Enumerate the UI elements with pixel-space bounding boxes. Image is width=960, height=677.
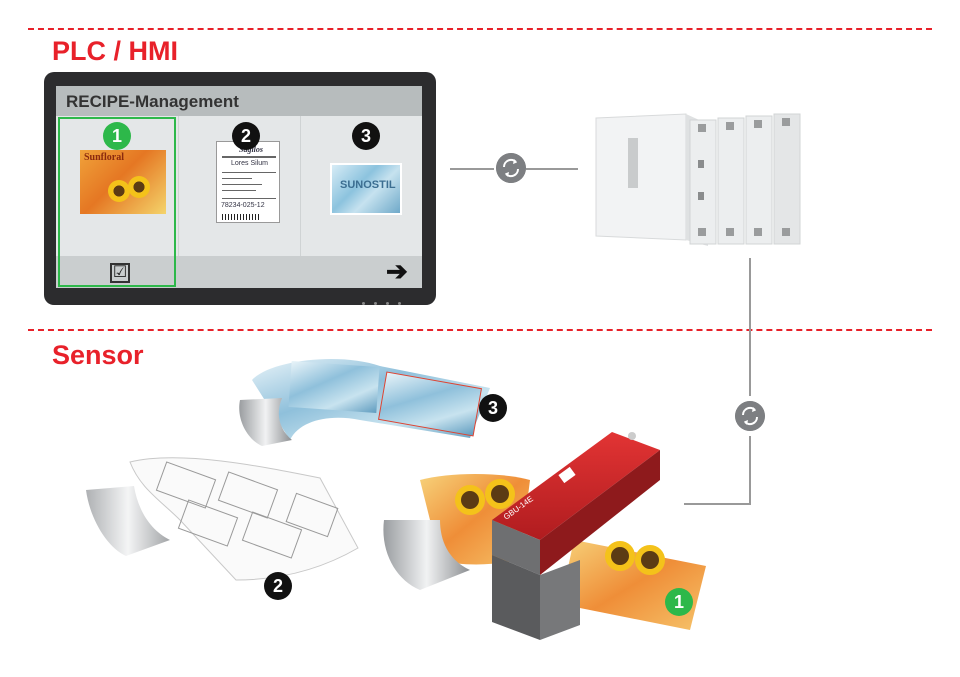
plc-sensor-connection-vertical-bottom — [749, 436, 751, 504]
holographic-label-roll — [239, 358, 490, 446]
recipe-1-badge: 1 — [103, 122, 131, 150]
recipe-2-badge: 2 — [232, 122, 260, 150]
label-rule — [222, 198, 276, 199]
recipe-3-thumbnail: SUNOSTIL — [330, 163, 402, 215]
section-title-plc-hmi: PLC / HMI — [52, 36, 178, 66]
monitor-button[interactable] — [362, 302, 365, 305]
sunflower-graphic — [108, 180, 130, 202]
recipe-1-thumbnail-text: Sunfloral — [84, 152, 125, 163]
plc-sensor-connection-vertical-top — [749, 258, 751, 396]
hmi-plc-connection-right — [526, 168, 578, 170]
recipe-3-thumbnail-text: SUNOSTIL — [340, 179, 396, 191]
recipe-2-code: 78234-025-12 — [221, 202, 265, 209]
divider-top — [28, 28, 932, 30]
white-label-roll — [86, 457, 359, 581]
hmi-screen: RECIPE-Management Sunfloral Sagilos Lore… — [56, 86, 422, 288]
divider-middle — [28, 329, 932, 331]
recipe-2-thumbnail: Sagilos Lores Silum 78234-025-12 — [216, 141, 280, 223]
monitor-button[interactable] — [398, 302, 401, 305]
recipe-2-brand: Sagilos — [239, 145, 264, 154]
screen-header: RECIPE-Management — [56, 86, 422, 116]
fork-sensor: GBU-14E — [492, 432, 660, 640]
monitor-button[interactable] — [374, 302, 377, 305]
label-rule — [222, 156, 276, 158]
sunflower-label-roll — [383, 474, 706, 630]
roll-2-badge: 2 — [264, 572, 292, 600]
barcode-graphic — [222, 214, 260, 220]
recipe-3-badge: 3 — [352, 122, 380, 150]
label-rule — [222, 190, 256, 191]
sync-icon — [735, 401, 765, 431]
hmi-monitor: RECIPE-Management Sunfloral Sagilos Lore… — [44, 72, 436, 305]
recipe-2-title: Lores Silum — [231, 160, 268, 167]
roll-3-badge: 3 — [479, 394, 507, 422]
sunflower-graphic — [128, 176, 150, 198]
column-divider — [300, 116, 301, 256]
label-rule — [222, 184, 262, 185]
section-title-sensor: Sensor — [52, 340, 144, 370]
sensor-model-label: GBU-14E — [502, 494, 535, 521]
next-arrow-button[interactable]: ➔ — [386, 256, 408, 286]
hmi-plc-connection-left — [450, 168, 494, 170]
column-divider — [178, 116, 179, 256]
label-rule — [222, 178, 252, 179]
sync-icon — [496, 153, 526, 183]
recipe-1-thumbnail: Sunfloral — [80, 150, 166, 214]
plc-controller — [595, 113, 801, 246]
roll-1-badge: 1 — [665, 588, 693, 616]
confirm-checkbox[interactable]: ☑ — [110, 263, 130, 283]
label-rule — [222, 172, 276, 173]
monitor-buttons — [362, 292, 422, 305]
recipe-1-selected-frame — [58, 117, 176, 287]
monitor-button[interactable] — [386, 302, 389, 305]
screen-title: RECIPE-Management — [66, 92, 239, 111]
plc-sensor-connection-horizontal — [684, 503, 751, 505]
